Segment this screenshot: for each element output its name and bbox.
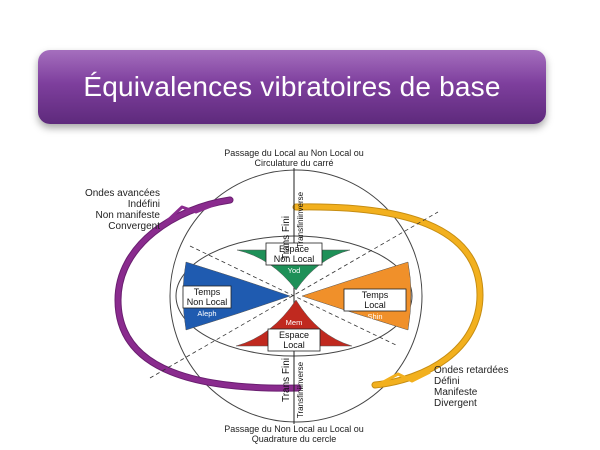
left-label-line1: Ondes avancées — [85, 188, 160, 199]
page-title: Équivalences vibratoires de base — [83, 71, 501, 102]
right-label-line2: Défini — [434, 376, 460, 387]
title-banner: Équivalences vibratoires de base — [38, 50, 546, 124]
quadrant-left-box — [182, 285, 232, 309]
right-label-line3: Manifeste — [434, 387, 478, 398]
top-label-line1: Passage du Local au Non Local ou — [224, 148, 364, 158]
trans-fini-bottom: Trans Fini — [281, 358, 292, 402]
quadrant-top-symbol: Yod — [288, 266, 301, 275]
quadrant-bottom-box — [267, 328, 321, 352]
left-label-line4: Convergent — [108, 221, 160, 232]
quadrant-bottom-symbol: Mem — [286, 318, 303, 327]
transfini-inverse-bottom: Transfiniinverse — [296, 361, 305, 418]
outer-circle — [169, 169, 423, 423]
right-callout-arrow — [375, 370, 431, 388]
quadrant-left-symbol: Aleph — [197, 309, 216, 318]
bottom-label-line1: Passage du Non Local au Local ou — [224, 424, 364, 434]
quadrant-right-symbol: Shin — [367, 312, 382, 321]
diagonal-axis-2 — [189, 245, 399, 347]
bottom-label-line2: Quadrature du cercle — [252, 434, 337, 444]
quadrant-top-line1: Espace — [279, 244, 309, 254]
right-label-line4: Divergent — [434, 398, 477, 409]
quadrant-top-box — [265, 242, 323, 266]
left-label-line2: Indéfini — [128, 199, 160, 210]
quadrant-right-box — [343, 288, 407, 312]
quadrant-right-line1: Temps — [362, 290, 389, 300]
quadrant-right-line2: Local — [364, 300, 386, 310]
quadrant-bottom-line1: Espace — [279, 330, 309, 340]
left-callout-arrow — [160, 198, 227, 228]
trans-fini-top: Trans Fini — [281, 216, 292, 260]
quadrant-bottom-line2: Local — [283, 340, 305, 350]
quadrant-left-line2: Non Local — [187, 297, 228, 307]
right-label-line1: Ondes retardées — [434, 365, 509, 376]
quadrant-top-line2: Non Local — [274, 254, 315, 264]
top-label-line2: Circulature du carré — [254, 158, 333, 168]
quadrant-bottom-petal — [235, 299, 353, 347]
transfini-inverse-top: Transfiniinverse — [296, 191, 305, 248]
left-label-line3: Non manifeste — [96, 210, 161, 221]
quadrant-left-line1: Temps — [194, 287, 221, 297]
